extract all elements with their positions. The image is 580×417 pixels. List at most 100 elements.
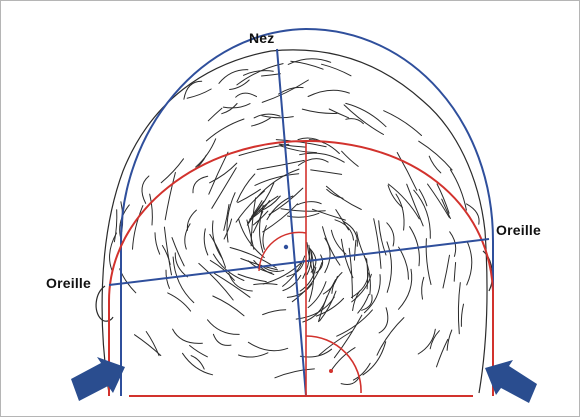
hair-strand: [281, 209, 325, 211]
hair-strand: [239, 353, 268, 357]
hair-strand: [213, 221, 223, 258]
hair-strand: [190, 346, 208, 357]
hair-strand: [334, 315, 361, 358]
hair-strand: [238, 189, 261, 202]
hair-strand: [461, 304, 463, 326]
hair-strand: [262, 116, 294, 118]
hair-strand: [458, 283, 460, 334]
hair-strand: [219, 70, 248, 84]
hair-strand: [384, 111, 422, 136]
hair-strand: [275, 369, 315, 378]
hair-strand: [308, 90, 349, 96]
hair-strand: [257, 169, 299, 198]
hair-strand: [422, 277, 424, 299]
hair-strand: [208, 108, 222, 121]
red-base-point: [329, 369, 333, 373]
hair-strand: [254, 284, 277, 285]
hair-strand: [407, 184, 424, 226]
hair-strand: [263, 310, 286, 315]
hair-strand: [387, 242, 392, 292]
hair-strand: [298, 159, 328, 166]
hair-strand: [454, 263, 455, 282]
hair-strand: [322, 64, 352, 76]
hair-strand: [337, 310, 373, 336]
hair-strand: [387, 223, 394, 246]
hair-strand: [374, 219, 381, 269]
hair-strand: [185, 224, 190, 249]
hair-strand: [323, 276, 337, 294]
hair-strand: [155, 233, 160, 254]
red-base-arc: [306, 336, 361, 393]
hair-strand: [227, 193, 235, 242]
left-arrow: [71, 357, 125, 401]
hair-strand: [388, 185, 402, 207]
left-ear-label: Oreille: [46, 275, 91, 291]
hair-strand: [213, 254, 244, 280]
hair-strand: [229, 274, 253, 292]
hair-strand: [236, 93, 257, 97]
hair-strand: [252, 118, 271, 126]
nose-label: Nez: [249, 30, 275, 46]
hair-strand: [379, 308, 388, 333]
hair-strand: [419, 141, 452, 170]
hair-strand: [224, 219, 232, 239]
hair-strand: [300, 349, 331, 357]
hair-strand: [450, 170, 466, 210]
hair-strand: [142, 176, 149, 203]
hair-strand: [257, 160, 304, 169]
hair-strand: [429, 156, 441, 173]
hair-strand: [357, 232, 367, 260]
blue-head-outline: [121, 29, 493, 396]
hair-strand: [166, 270, 170, 288]
hair-strand: [244, 71, 274, 76]
hair-strand: [319, 332, 352, 356]
hair-strand: [288, 213, 319, 217]
hair-strand: [410, 227, 420, 266]
hair-strand: [399, 269, 412, 309]
hair-strand: [248, 342, 287, 350]
hair-strand: [288, 59, 331, 65]
hair-strand: [291, 61, 323, 69]
hair-strand: [262, 74, 281, 76]
right-ear-label: Oreille: [496, 222, 541, 238]
hair-strand: [283, 256, 305, 286]
hair-strand: [379, 221, 386, 255]
hair-strand: [213, 334, 231, 345]
hair-strand: [311, 170, 342, 175]
hair-strand: [204, 229, 208, 255]
hair-strand: [191, 356, 204, 370]
hair-strand: [262, 80, 308, 102]
hair-strand: [342, 151, 359, 166]
left-ear-contour: [96, 286, 113, 321]
hair-strand: [206, 119, 244, 141]
hair-strand: [396, 194, 404, 230]
hair-strand: [146, 332, 159, 356]
hair-strand: [298, 202, 322, 205]
hair-strand: [165, 173, 175, 220]
hair-strand: [238, 274, 266, 282]
hair-strand: [175, 253, 187, 277]
hair-strand: [222, 104, 237, 114]
hair-strand: [442, 199, 451, 218]
hair-strand: [183, 353, 213, 375]
hair-strand: [355, 240, 356, 260]
hair-strand: [399, 247, 409, 279]
hair-strand: [187, 210, 196, 230]
hair-strand: [467, 241, 472, 285]
hair-strand: [263, 226, 266, 250]
hair-strand: [230, 80, 250, 90]
hair-strand: [162, 246, 170, 265]
hair-strand: [437, 339, 448, 367]
hair-strand: [135, 335, 161, 356]
hair-strand: [120, 269, 136, 293]
hair-strand: [279, 87, 304, 94]
hair-strand: [352, 274, 372, 302]
hair-strand: [237, 174, 255, 202]
hair-strand: [362, 295, 372, 310]
hair-strand: [302, 109, 337, 113]
hair-strand: [325, 238, 330, 273]
hair-strand: [187, 89, 211, 98]
center-point: [284, 245, 288, 249]
